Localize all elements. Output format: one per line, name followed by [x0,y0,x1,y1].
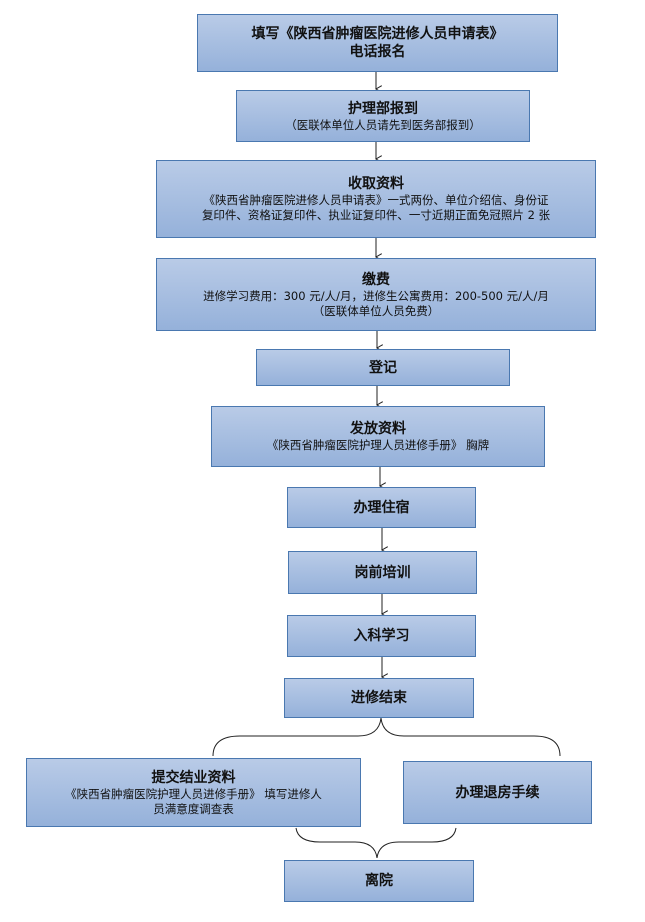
step-report-title: 护理部报到 [348,100,418,117]
merge-brace [295,827,457,859]
step-fee: 缴费 进修学习费用：300 元/人/月，进修生公寓费用：200-500 元/人/… [156,258,596,331]
step-register: 登记 [256,349,510,386]
step-checkout: 办理退房手续 [403,761,592,824]
step-materials-line1: 《陕西省肿瘤医院护理人员进修手册》 胸牌 [266,438,490,452]
step-apply-line1: 填写《陕西省肿瘤医院进修人员申请表》 [251,26,504,42]
step-collect-line2: 复印件、资格证复印件、执业证复印件、一寸近期正面免冠照片 2 张 [201,208,551,222]
step-pretraining: 岗前培训 [288,551,477,594]
step-fee-line2: （医联体单位人员免费） [312,303,440,318]
step-lodging: 办理住宿 [287,487,476,528]
step-fee-line1: 进修学习费用：300 元/人/月，进修生公寓费用：200-500 元/人/月 [203,288,549,303]
step-register-title: 登记 [369,359,397,376]
step-leave-title: 离院 [365,873,393,889]
step-checkout-title: 办理退房手续 [455,784,540,801]
step-submit-line2: 员满意度调查表 [153,801,234,816]
step-leave: 离院 [284,860,474,902]
step-submit-line1: 《陕西省肿瘤医院护理人员进修手册》 填写进修人 [65,786,322,801]
step-collect: 收取资料 《陕西省肿瘤医院进修人员申请表》一式两份、单位介绍信、身份证 复印件、… [156,160,596,238]
step-apply: 填写《陕西省肿瘤医院进修人员申请表》 电话报名 [197,14,558,72]
step-department-title: 入科学习 [353,628,410,644]
step-lodging-title: 办理住宿 [353,499,410,516]
step-end-title: 进修结束 [351,690,407,706]
step-collect-line1: 《陕西省肿瘤医院进修人员申请表》一式两份、单位介绍信、身份证 [203,193,549,207]
step-fee-title: 缴费 [362,271,390,288]
step-end: 进修结束 [284,678,474,718]
step-report: 护理部报到 （医联体单位人员请先到医务部报到） [236,90,530,142]
step-report-note: （医联体单位人员请先到医务部报到） [285,117,481,132]
step-materials: 发放资料 《陕西省肿瘤医院护理人员进修手册》 胸牌 [211,406,545,467]
split-brace [212,717,561,757]
step-apply-line2: 电话报名 [349,44,406,60]
step-collect-title: 收取资料 [348,176,404,192]
step-pretraining-title: 岗前培训 [354,564,411,581]
step-submit-title: 提交结业资料 [151,769,236,786]
step-submit: 提交结业资料 《陕西省肿瘤医院护理人员进修手册》 填写进修人 员满意度调查表 [26,758,361,827]
step-department: 入科学习 [287,615,476,657]
step-materials-title: 发放资料 [350,421,406,437]
